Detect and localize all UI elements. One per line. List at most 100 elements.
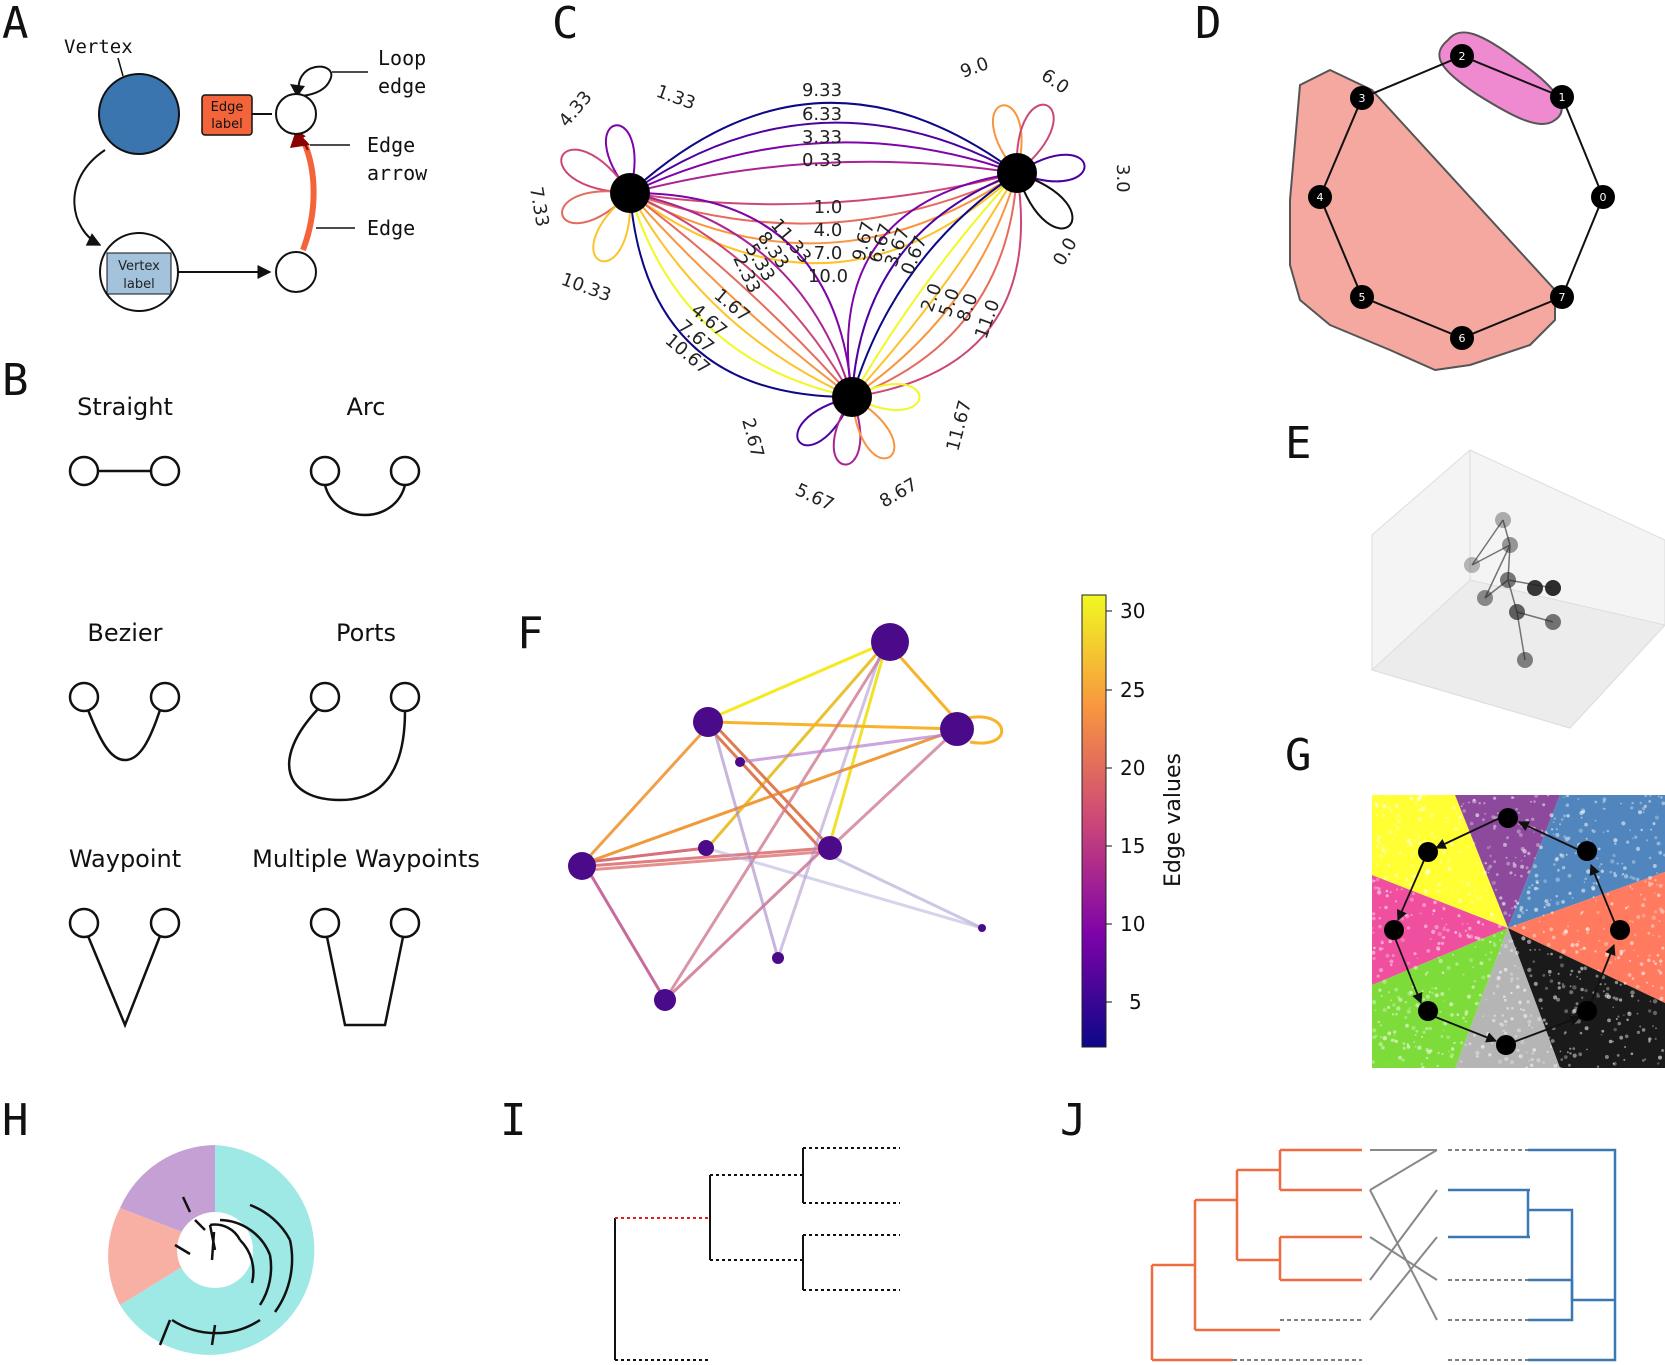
panel-d-node-label: 2: [1459, 50, 1466, 63]
panel-c-label: 1.0: [814, 197, 843, 218]
panel-letters: A B C D E F G H I J: [2, 0, 1312, 1146]
panel-c-node-bottom: [832, 377, 872, 417]
panel-c-edge: [629, 192, 853, 398]
panel-c-edge: [629, 160, 1018, 194]
panel-g-region: [1372, 795, 1508, 928]
panel-c-loop: [1016, 172, 1074, 230]
panel-c-edge: [629, 192, 853, 398]
panel-i-tree: [614, 1147, 900, 1361]
panel-a-arrow-annotation-2: arrow: [367, 161, 428, 185]
panel-c-loop: [561, 190, 631, 225]
panel-c-loop: [832, 396, 862, 466]
panel-j-right-dashes: [1448, 1149, 1528, 1361]
panel-a-edge: [300, 140, 317, 252]
panel-c-edge: [851, 172, 1018, 398]
panel-a-loop-annotation-2: edge: [378, 74, 426, 98]
panel-c-loop: [1015, 103, 1055, 174]
panel-h-tree-branches: [158, 1196, 294, 1346]
panel-label-g: G: [1285, 730, 1312, 781]
panel-a-edge-label-text-1: Edge: [211, 100, 244, 115]
panel-j-left-dashes: [1233, 1319, 1362, 1361]
panel-c-label: 9.0: [958, 53, 992, 83]
panel-c-edge: [851, 172, 1018, 398]
panel-c-edge-labels: 1.33 4.33 7.33 10.33 9.33 6.33 3.33 0.33…: [525, 53, 1133, 515]
panel-c-label: 6.33: [802, 104, 842, 125]
panel-c-loop: [1016, 153, 1086, 183]
panel-d-node-label: 6: [1459, 332, 1466, 345]
panel-c-label: 4.33: [555, 87, 597, 131]
panel-label-e: E: [1285, 418, 1312, 469]
panel-c-edge: [851, 172, 1018, 398]
panel-c-edge: [629, 192, 853, 398]
panel-c-loop: [592, 192, 632, 263]
panel-a-curved-edge: [73, 149, 106, 246]
panel-f-nodes: [568, 623, 986, 1011]
panel-c-edge: [629, 172, 1018, 245]
panel-a-loop-arrowhead: [290, 84, 305, 97]
panel-c-label: 8.67: [876, 474, 921, 512]
panel-c-edge: [629, 121, 1018, 194]
panel-h-wedge-purple: [120, 1145, 215, 1237]
panel-c-loop: [851, 383, 921, 411]
panel-b-ports-title: Ports: [336, 619, 396, 647]
panel-a-vertex-annotation: Vertex: [64, 36, 133, 58]
panel-label-f: F: [517, 608, 544, 659]
panel-j-left-tree: [1150, 1148, 1362, 1362]
panel-c-edge: [847, 172, 1018, 398]
panel-b-waypoint-title: Waypoint: [69, 845, 181, 873]
panel-c-edge: [629, 191, 853, 398]
panel-a-vertex-label-text-1: Vertex: [118, 259, 160, 274]
panel-b-straight-example: [68, 455, 181, 487]
panel-h-wedge-salmon: [108, 1208, 195, 1305]
panel-b-arc-title: Arc: [347, 393, 386, 421]
panel-c-multigraph: 1.33 4.33 7.33 10.33 9.33 6.33 3.33 0.33…: [525, 53, 1133, 515]
panel-c-label: 3.33: [802, 127, 842, 148]
panel-c-label: 10.0: [808, 266, 848, 287]
panel-c-label: 0.0: [1049, 234, 1082, 269]
panel-g-region: [1455, 928, 1560, 1068]
panel-c-edge: [851, 172, 1018, 398]
panel-b-multiple-waypoints-example: [309, 907, 421, 1027]
panel-e-3d-floor: [1371, 579, 1665, 729]
panel-c-label: 2.67: [737, 416, 768, 460]
panel-g-cycle-nodes: [1384, 808, 1630, 1055]
panel-c-label: 3.0: [1112, 164, 1133, 193]
panel-c-node-left: [610, 173, 650, 213]
panel-d-node-label: 3: [1359, 92, 1366, 105]
panel-a-loop-annotation-1: Loop: [378, 46, 426, 70]
panel-a-anatomy: Edge label Vertex label Vertex Loop edge…: [64, 36, 428, 312]
panel-label-j: J: [1060, 1095, 1087, 1146]
panel-h-radial-tree: [108, 1145, 315, 1355]
panel-f-colorbar: [1081, 594, 1107, 1048]
panel-b-ports-example: [288, 681, 421, 802]
panel-a-vertex-label-box: [106, 252, 172, 295]
panel-g-region: [1508, 872, 1665, 1003]
panel-d-node-label: 1: [1559, 91, 1566, 104]
panel-c-edges: [560, 101, 1086, 466]
panel-c-edge: [629, 192, 853, 398]
panel-c-label: 10.33: [558, 269, 614, 306]
panel-a-loop-edge: [297, 65, 333, 98]
panel-c-edge: [851, 172, 1018, 398]
panel-b-waypoint-example: [68, 907, 181, 1029]
panel-c-label: 4.0: [814, 220, 843, 241]
panel-c-label: 7.33: [525, 185, 553, 228]
panel-c-edge: [629, 192, 853, 398]
panel-a-arrow-annotation-1: Edge: [367, 133, 415, 157]
panel-label-h: H: [2, 1095, 29, 1146]
panel-g-voronoi: [1370, 793, 1665, 1070]
panel-c-edge: [851, 172, 1022, 398]
panel-b-bezier-title: Bezier: [87, 619, 162, 647]
panel-f-tick: 20: [1120, 756, 1145, 780]
panel-d-node-label: 7: [1559, 291, 1566, 304]
panel-f-colorbar-label: Edge values: [1161, 753, 1186, 887]
panel-c-edge: [629, 141, 1018, 194]
panel-j-right-tree: [1448, 1148, 1617, 1362]
panel-b-multiple-waypoints-title: Multiple Waypoints: [252, 845, 480, 873]
panel-g-region: [1508, 928, 1665, 1068]
panel-d-node-label: 0: [1600, 191, 1607, 204]
panel-b-straight-title: Straight: [77, 393, 173, 421]
panel-f-tick: 15: [1120, 834, 1145, 858]
panel-c-edge: [629, 101, 1018, 194]
